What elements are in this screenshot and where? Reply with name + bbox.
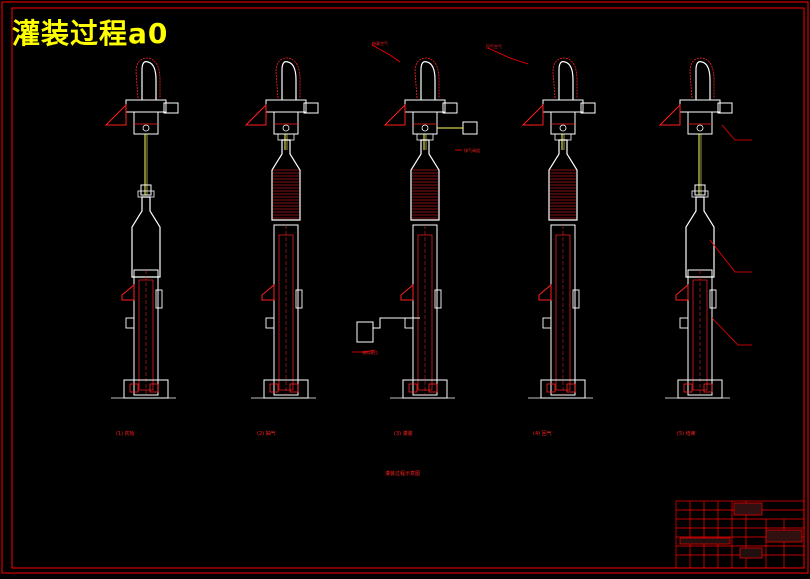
support-bracket bbox=[675, 283, 689, 301]
support-bracket bbox=[121, 283, 135, 301]
clamp-block bbox=[125, 317, 135, 329]
vent-tube bbox=[420, 61, 436, 100]
centering-cup bbox=[554, 133, 572, 141]
stages-group bbox=[104, 57, 733, 399]
guide-block bbox=[155, 289, 163, 309]
base-bolt bbox=[428, 383, 438, 393]
support-bracket bbox=[261, 283, 275, 301]
valve-flange bbox=[244, 103, 267, 126]
stage-caption-4: (4) 回气 bbox=[533, 431, 552, 437]
base-bolt bbox=[129, 383, 139, 393]
vent-tube-outline bbox=[275, 57, 301, 99]
valve-ball bbox=[696, 124, 704, 132]
bottle bbox=[685, 196, 715, 278]
note-return-air: 回气空气 bbox=[486, 44, 502, 49]
pipe-tip bbox=[694, 184, 706, 196]
side-port bbox=[303, 102, 319, 114]
guide-block bbox=[295, 289, 303, 309]
support-bracket bbox=[400, 283, 414, 301]
level-pipe bbox=[373, 317, 420, 329]
guide-block bbox=[434, 289, 442, 309]
stage-caption-2: (2) 抽气 bbox=[257, 431, 276, 437]
valve-flange bbox=[383, 103, 406, 126]
note-level: 液料液位 bbox=[362, 350, 378, 355]
filling-valve-1 bbox=[104, 57, 179, 399]
filling-valve-3 bbox=[383, 57, 458, 399]
valve-head bbox=[404, 99, 446, 113]
base-bolt bbox=[703, 383, 713, 393]
valve-flange bbox=[104, 103, 127, 126]
level-tank bbox=[356, 321, 374, 343]
side-port bbox=[580, 102, 596, 114]
valve-flange bbox=[521, 103, 544, 126]
filling-valve-2 bbox=[244, 57, 319, 399]
valve-head bbox=[542, 99, 584, 113]
side-port bbox=[442, 102, 458, 114]
inner-border bbox=[11, 7, 805, 569]
clamp-block bbox=[265, 317, 275, 329]
bottle bbox=[410, 139, 440, 221]
centering-cup bbox=[691, 190, 709, 198]
vent-tube bbox=[695, 61, 711, 100]
valve-ball bbox=[421, 124, 429, 132]
centering-cup bbox=[277, 133, 295, 141]
clamp-block bbox=[679, 317, 689, 329]
base-bolt bbox=[149, 383, 159, 393]
base-bolt bbox=[683, 383, 693, 393]
title-block bbox=[675, 500, 805, 569]
vent-tube-outline bbox=[135, 57, 161, 99]
valve-ball bbox=[282, 124, 290, 132]
stage-caption-1: (1) 初始 bbox=[116, 431, 135, 437]
note-vacuum: 抽真空气 bbox=[372, 41, 388, 46]
clamp-block bbox=[404, 317, 414, 329]
base-bolt bbox=[566, 383, 576, 393]
vent-tube-outline bbox=[552, 57, 578, 99]
valve-ball bbox=[559, 124, 567, 132]
centering-cup bbox=[137, 190, 155, 198]
drawing-title: 灌装过程a0 bbox=[12, 17, 169, 50]
external-devices bbox=[356, 121, 478, 343]
clamp-block bbox=[542, 317, 552, 329]
valve-head bbox=[679, 99, 721, 113]
filling-valve-5 bbox=[658, 57, 733, 399]
valve-ball bbox=[142, 124, 150, 132]
guide-block bbox=[709, 289, 717, 309]
base-bolt bbox=[546, 383, 556, 393]
side-port bbox=[717, 102, 733, 114]
support-bracket bbox=[538, 283, 552, 301]
valve-body bbox=[687, 111, 713, 135]
base-bolt bbox=[289, 383, 299, 393]
vent-tube-outline bbox=[414, 57, 440, 99]
drawing-subtitle: 灌装过程示意图 bbox=[385, 471, 421, 477]
vent-tube-outline bbox=[689, 57, 715, 99]
vent-tube bbox=[558, 61, 574, 100]
valve-head bbox=[265, 99, 307, 113]
valve-head bbox=[125, 99, 167, 113]
vacuum-unit bbox=[462, 121, 478, 135]
vent-tube bbox=[281, 61, 297, 100]
pipe-tip bbox=[140, 184, 152, 196]
bottle bbox=[548, 139, 578, 221]
valve-body bbox=[133, 111, 159, 135]
vent-tube bbox=[141, 61, 157, 100]
stage-caption-3: (3) 灌装 bbox=[394, 431, 413, 437]
side-port bbox=[163, 102, 179, 114]
stage-caption-5: (5) 结束 bbox=[677, 431, 696, 437]
centering-cup bbox=[416, 133, 434, 141]
valve-flange bbox=[658, 103, 681, 126]
base-bolt bbox=[269, 383, 279, 393]
filling-valve-4 bbox=[521, 57, 596, 399]
guide-block bbox=[572, 289, 580, 309]
note-valve: 排气阀组 bbox=[464, 148, 480, 153]
base-bolt bbox=[408, 383, 418, 393]
bottle bbox=[271, 139, 301, 221]
bottle bbox=[131, 196, 161, 278]
leader-lines bbox=[352, 44, 752, 353]
